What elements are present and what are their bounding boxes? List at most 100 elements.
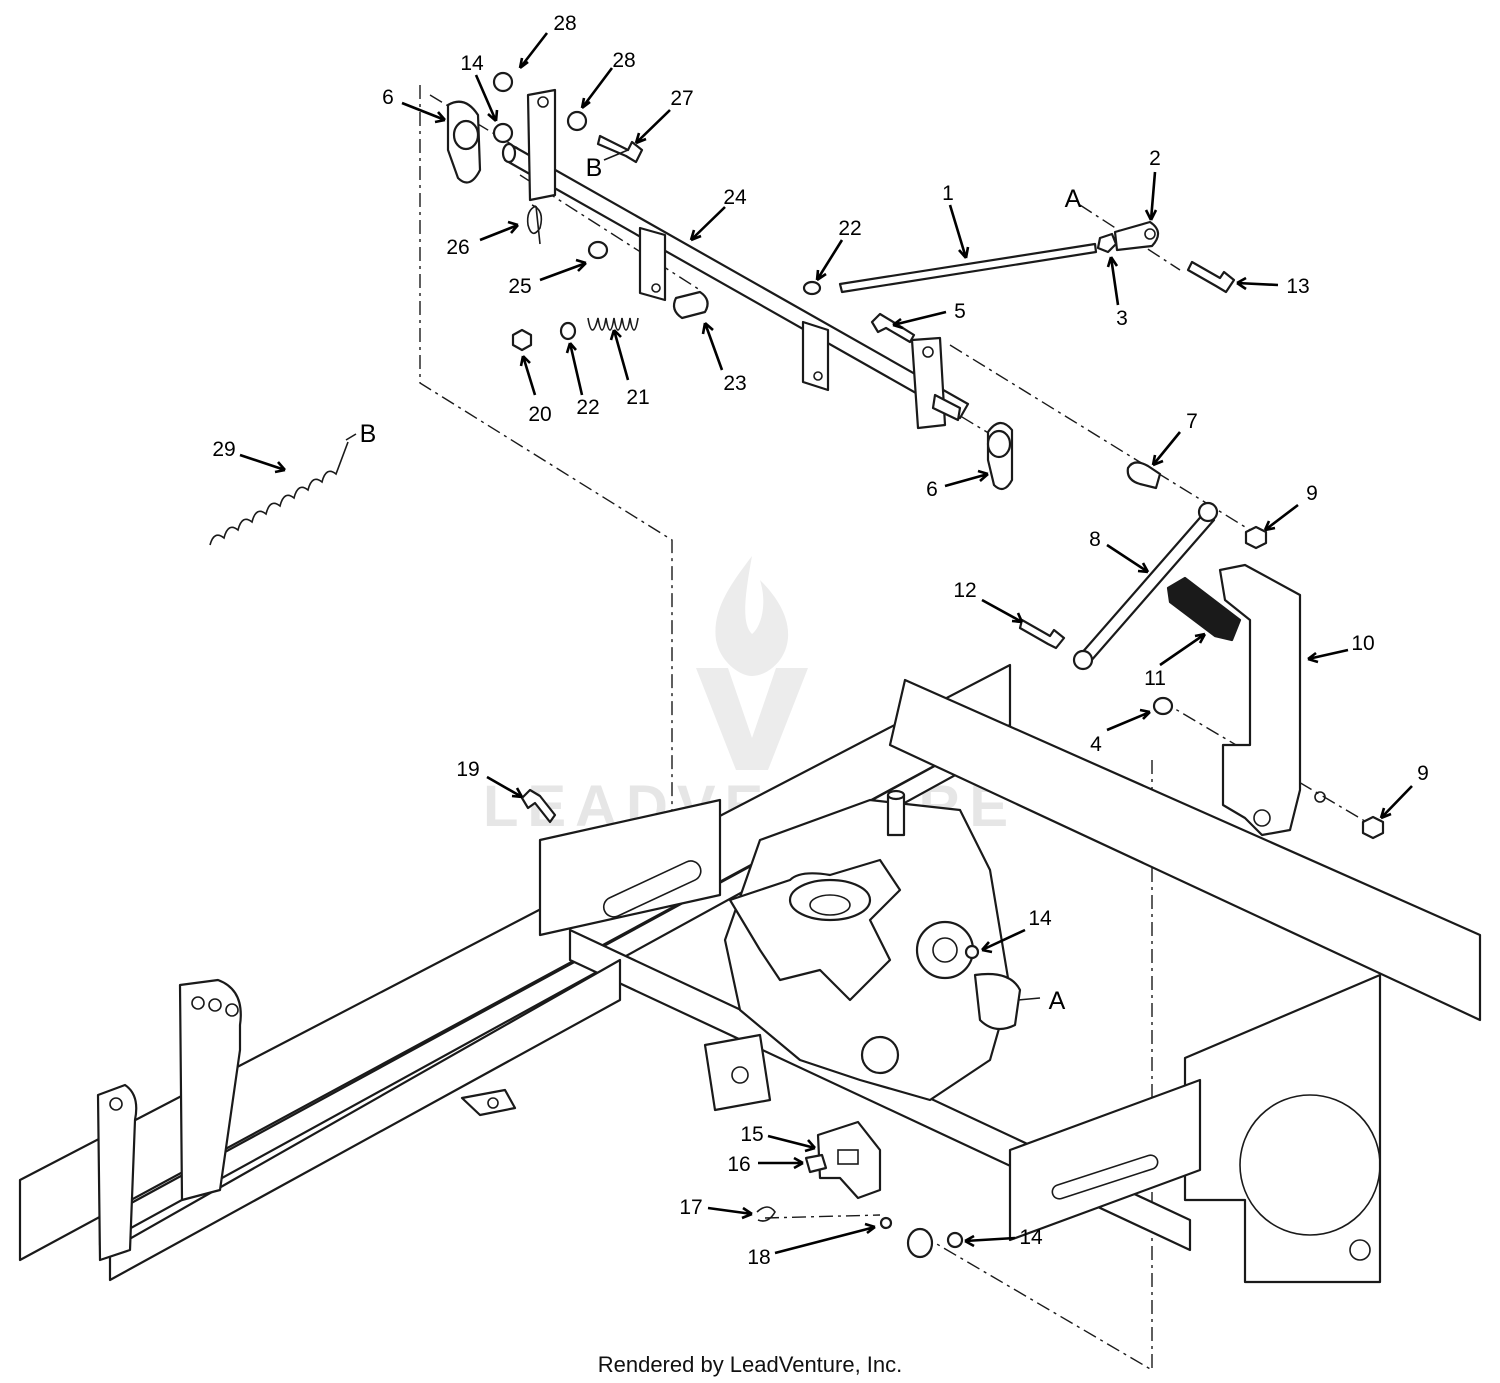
bolt-12 — [1018, 618, 1066, 650]
callout-label: 29 — [212, 438, 235, 461]
callout-labels: 28 14 28 6 27 2 24 1 22 26 25 13 3 5 20 … — [212, 12, 1429, 1269]
callout-label: 14 — [1028, 907, 1052, 930]
compression-spring — [587, 317, 639, 331]
oil-filter — [860, 1035, 900, 1075]
frame-mount-left — [178, 978, 242, 1202]
nut-9-upper — [1244, 525, 1268, 550]
frame-plate-slotted — [538, 798, 722, 937]
transaxle-unit — [703, 789, 1022, 1200]
frame-rail-inner — [108, 958, 622, 1282]
watermark-v-logo-icon — [696, 668, 808, 770]
reference-letter: A — [1065, 185, 1082, 213]
link-end-lower — [1072, 649, 1094, 671]
callout-label: 14 — [460, 52, 484, 75]
clip-17 — [756, 1206, 776, 1222]
cotter-pin — [526, 204, 543, 245]
pivot-block — [672, 290, 709, 320]
shaft-plate-mid — [638, 226, 667, 302]
callout-label: 25 — [508, 275, 531, 298]
callout-label: 1 — [942, 182, 954, 205]
callout-label: 7 — [1186, 410, 1198, 433]
bolt-13 — [1186, 260, 1236, 294]
washer-22-upper — [802, 280, 822, 296]
bolt-5 — [870, 312, 916, 344]
callout-label: 24 — [723, 186, 747, 209]
callout-label: 11 — [1144, 667, 1166, 690]
callout-label: 3 — [1116, 307, 1128, 330]
callout-label: 18 — [747, 1246, 770, 1269]
callout-label: 4 — [1090, 733, 1102, 756]
bolt-19 — [520, 788, 557, 824]
shaft-arm-right — [910, 336, 947, 430]
frame-side-plate-right — [1183, 973, 1382, 1284]
mower-frame — [18, 663, 1482, 1284]
nut-14-top — [492, 122, 514, 144]
nut-20 — [511, 328, 533, 352]
rod-end — [1113, 220, 1160, 252]
fan-hub — [788, 878, 872, 922]
bushing-7 — [1126, 461, 1162, 490]
breather-tube — [886, 793, 906, 837]
watermark-flame-icon — [715, 556, 789, 676]
callout-label: 12 — [953, 579, 976, 602]
callout-label: 9 — [1306, 482, 1318, 505]
bypass-block — [703, 1033, 772, 1112]
callout-label: 15 — [740, 1123, 763, 1146]
nut-9-lower — [1361, 815, 1385, 840]
pivot-boss — [906, 1227, 934, 1259]
callout-label: 17 — [679, 1196, 702, 1219]
shaft-arm-left — [526, 88, 557, 202]
nut-28-mid — [566, 110, 588, 132]
bolt-27 — [596, 134, 644, 164]
callout-label: 22 — [838, 217, 861, 240]
nut-14-mid — [964, 944, 980, 960]
callout-label: 9 — [1417, 762, 1429, 785]
pump-cover — [915, 920, 975, 980]
nut-28-top — [492, 71, 514, 93]
callout-label: 28 — [612, 49, 635, 72]
control-shaft-assembly — [209, 71, 1385, 840]
frame-plate-lower-right — [1008, 1078, 1202, 1242]
callout-label: 6 — [382, 86, 394, 109]
washer-22-lower — [559, 321, 577, 341]
frame-rail-rear — [888, 678, 1482, 1022]
callout-label: 2 — [1149, 147, 1161, 170]
bolt-16 — [804, 1153, 828, 1174]
callout-label: 16 — [727, 1153, 750, 1176]
callout-arrows — [239, 32, 1413, 1255]
jam-nut — [1096, 232, 1118, 254]
nut-14-lower — [946, 1231, 964, 1249]
callout-label: 19 — [456, 758, 479, 781]
callout-label: 22 — [576, 396, 599, 419]
callout-label: 23 — [723, 372, 746, 395]
washer-4 — [1152, 696, 1174, 716]
shaft-plate-right — [801, 320, 830, 392]
callout-label: 26 — [446, 236, 469, 259]
shaft-end — [501, 142, 517, 164]
washer-25 — [587, 240, 609, 260]
handle-decal — [1166, 576, 1242, 642]
callout-label: 13 — [1286, 275, 1309, 298]
callout-label: 5 — [954, 300, 966, 323]
frame-mount-left-2 — [96, 1083, 138, 1262]
bracket-15 — [816, 1120, 882, 1200]
callout-label: 14 — [1019, 1226, 1043, 1249]
fitting-18 — [879, 1216, 893, 1230]
reference-letter: B — [360, 420, 377, 448]
lower-hardware — [520, 788, 980, 1259]
callout-label: 8 — [1089, 528, 1101, 551]
control-arm-a — [973, 972, 1022, 1031]
extension-spring — [209, 441, 349, 546]
link-end-upper — [1197, 501, 1219, 523]
reference-letter: B — [586, 154, 603, 182]
handle-bracket-10 — [1218, 563, 1302, 837]
control-rod — [838, 242, 1098, 294]
callout-label: 6 — [926, 478, 938, 501]
reference-letter: A — [1049, 987, 1066, 1015]
callout-label: 27 — [670, 87, 693, 110]
render-credit: Rendered by LeadVenture, Inc. — [598, 1352, 903, 1377]
callout-label: 10 — [1351, 632, 1374, 655]
callout-label: 28 — [553, 12, 576, 35]
callout-label: 21 — [626, 386, 649, 409]
